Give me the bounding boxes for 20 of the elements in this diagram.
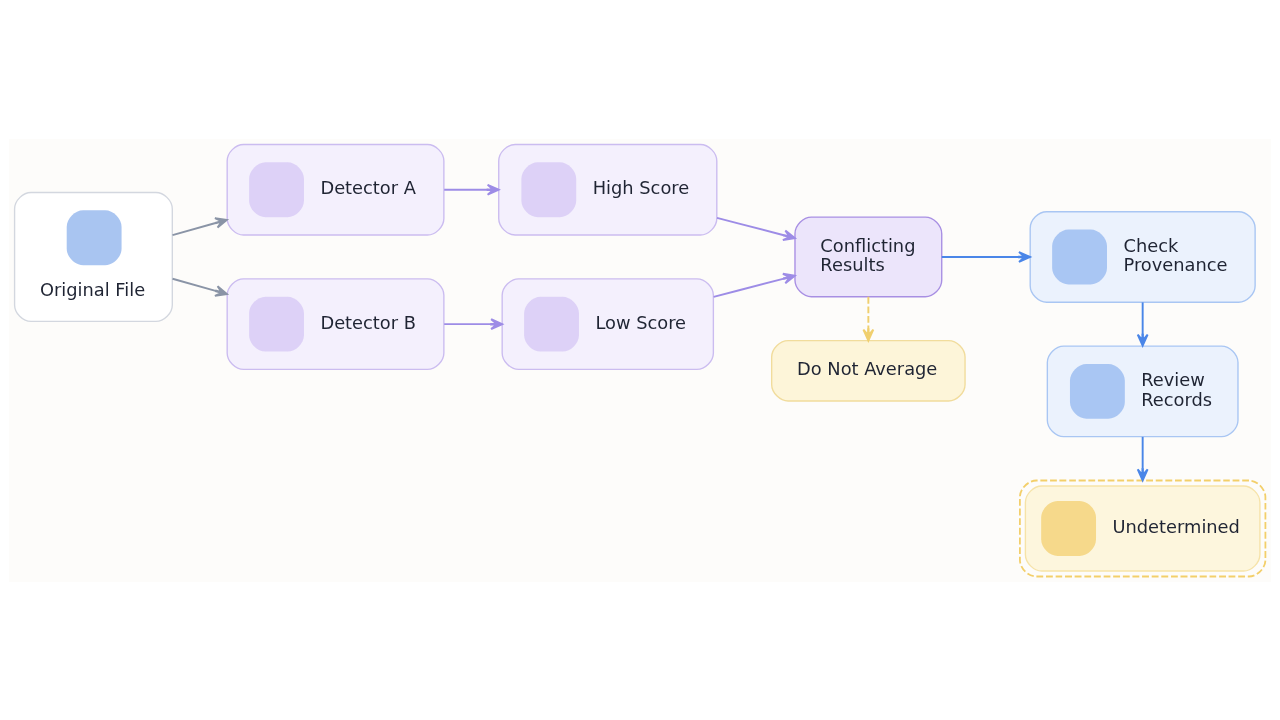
arrow [171,277,228,297]
arrow [862,295,875,341]
node-box: Original File [13,191,173,322]
node-box: Review Records [1046,344,1239,437]
arrow [443,317,504,330]
node-box: Low Score [501,277,715,370]
arrow [443,183,500,196]
node-box: Check Provenance [1029,210,1256,303]
arrow [716,216,796,241]
node-box: Detector A [226,143,445,236]
node-box: Detector B [226,277,445,370]
node-box: Do Not Average [771,339,966,402]
arrow [1136,300,1149,347]
arrow [1136,435,1149,481]
arrow [712,272,796,298]
node-box: Conflicting Results [794,216,943,297]
arrow [940,250,1031,263]
node-box: Undetermined [1019,479,1267,577]
node-box: High Score [498,143,718,236]
arrow [171,216,228,236]
